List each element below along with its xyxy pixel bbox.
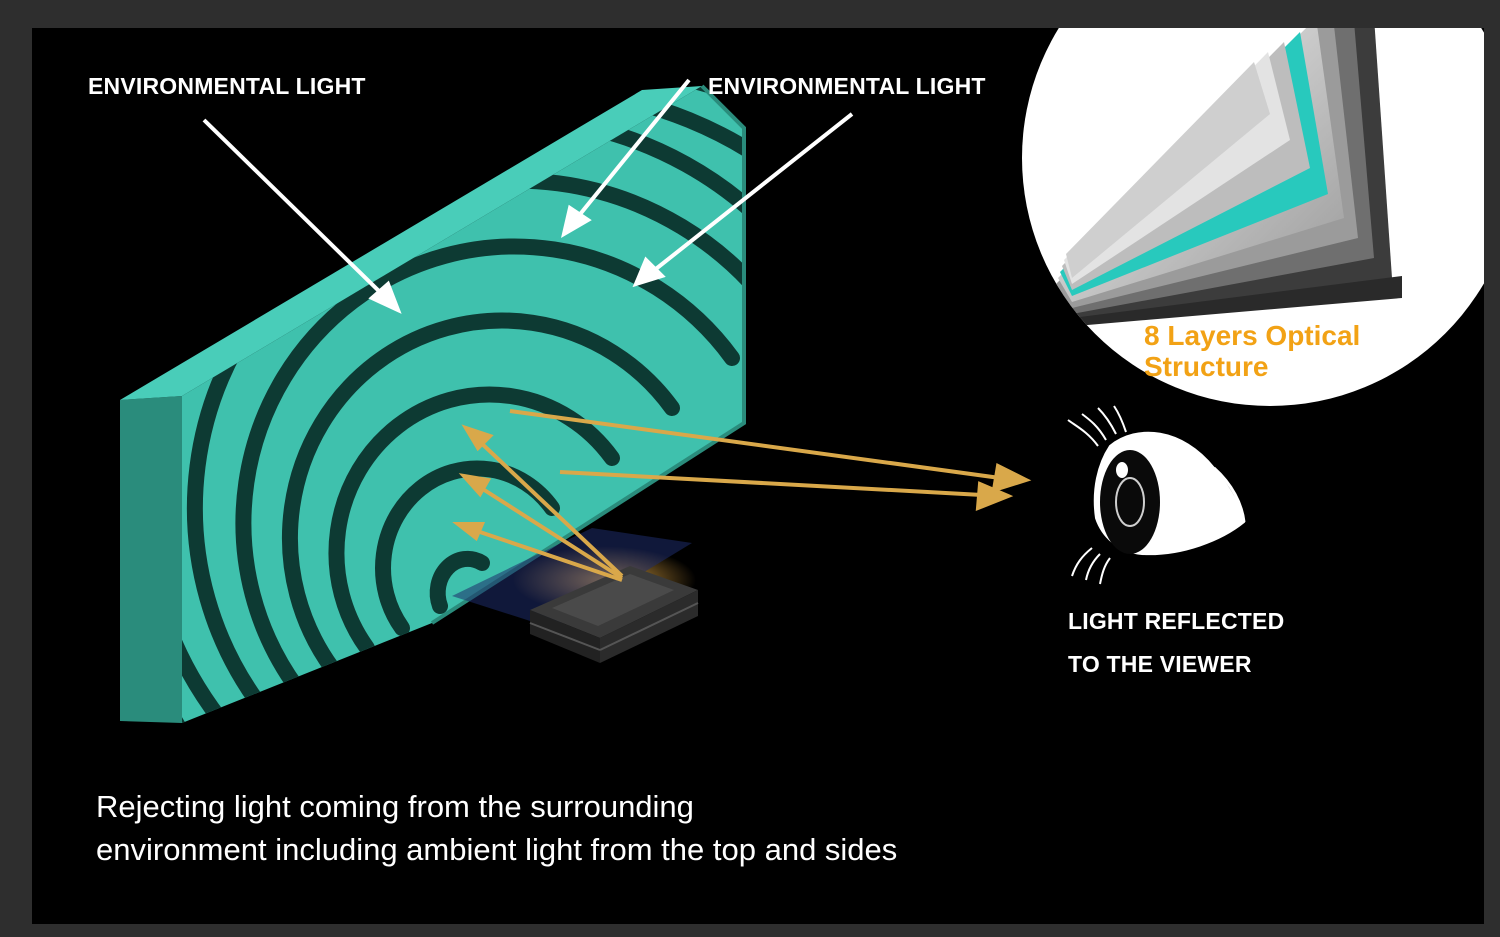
ray-up-1-head (461, 424, 494, 452)
reflected-label-line2: TO THE VIEWER (1068, 651, 1252, 677)
env-arrow-mid-head (561, 204, 592, 239)
diagram-caption: Rejecting light coming from the surround… (96, 785, 897, 871)
layers-circle (1022, 28, 1484, 406)
eyelashes (1067, 405, 1127, 585)
reflected-light-label: LIGHT REFLECTED TO THE VIEWER (1068, 600, 1284, 686)
layers-caption-line2: Structure (1144, 351, 1269, 382)
ray-to-viewer-2-head (975, 481, 1014, 512)
groove-arc (282, 312, 680, 676)
screen-side-face (120, 396, 182, 723)
layers-caption-line1: 8 Layers Optical (1144, 320, 1361, 351)
ray-up-3-head (452, 522, 486, 542)
env-arrow-right-head (632, 256, 666, 288)
projected-light-rays (452, 409, 1032, 582)
ray-up-2 (476, 484, 624, 580)
groove-arc (429, 550, 490, 614)
screen-right-edge (430, 84, 746, 625)
alr-screen-diagram (120, 28, 1484, 723)
eye-icon (1067, 405, 1246, 585)
projector-beam (452, 528, 692, 628)
layers-caption: 8 Layers Optical Structure (1144, 320, 1360, 382)
ray-to-viewer-1-head (991, 463, 1032, 493)
projector-icon (529, 566, 699, 663)
env-light-label-left: ENVIRONMENTAL LIGHT (88, 73, 366, 99)
env-arrow-mid (575, 78, 691, 220)
alr-screen-block (120, 84, 746, 723)
env-arrow-left-head (368, 280, 402, 314)
caption-line1: Rejecting light coming from the surround… (96, 789, 694, 824)
ray-up-2-head (458, 473, 492, 498)
env-arrow-right (650, 112, 854, 274)
caption-line2: environment including ambient light from… (96, 832, 898, 867)
reflected-label-line1: LIGHT REFLECTED (1068, 608, 1285, 634)
ray-to-viewer-2 (559, 470, 983, 497)
groove-arc (235, 238, 740, 696)
diagram-frame: ENVIRONMENTAL LIGHT ENVIRONMENTAL LIGHT … (32, 28, 1484, 924)
env-light-label-right: ENVIRONMENTAL LIGHT (708, 73, 986, 99)
ray-up-3 (473, 528, 623, 582)
screen-top-face (120, 86, 702, 400)
groove-arc (328, 386, 620, 656)
ray-up-1 (476, 438, 624, 578)
layers-illustration (1052, 28, 1402, 326)
env-arrow-left (202, 118, 386, 298)
env-light-arrows (202, 78, 854, 314)
ray-to-viewer-1 (509, 409, 1001, 480)
